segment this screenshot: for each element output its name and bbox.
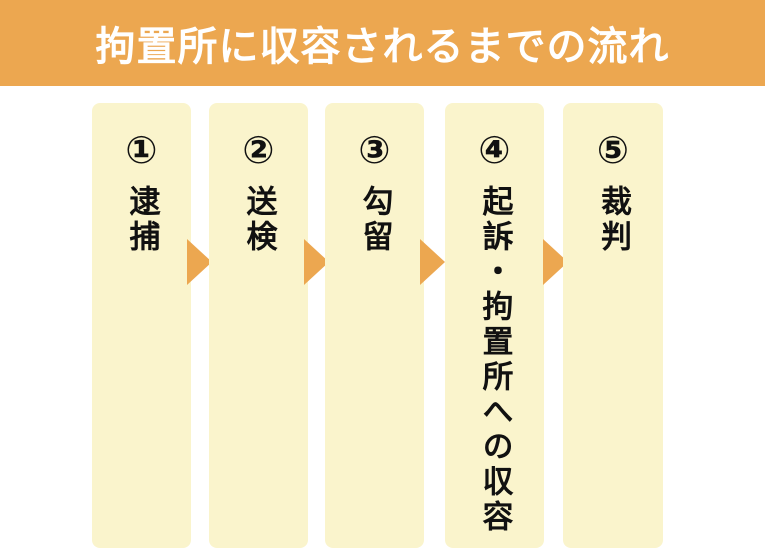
triangle-right-icon: [420, 239, 445, 285]
step-box-4: ④ 起訴・拘置所への収容: [445, 103, 544, 548]
step-number-1: ①: [125, 128, 158, 172]
step-box-2: ② 送検: [209, 103, 308, 548]
step-box-5: ⑤ 裁判: [563, 103, 663, 548]
step-number-2: ②: [242, 128, 275, 172]
step-label-4: 起訴・拘置所への収容: [476, 185, 513, 535]
page-title: 拘置所に収容されるまでの流れ: [95, 24, 670, 70]
step-label-2: 送検: [240, 185, 277, 255]
step-number-5: ⑤: [596, 128, 630, 172]
step-number-3: ③: [358, 128, 391, 172]
step-number-4: ④: [478, 128, 511, 172]
triangle-right-icon: [304, 239, 329, 285]
step-label-1: 逮捕: [123, 185, 160, 255]
step-label-5: 裁判: [595, 185, 631, 255]
title-bar: 拘置所に収容されるまでの流れ: [0, 0, 765, 86]
step-box-1: ① 逮捕: [92, 103, 191, 548]
step-label-3: 勾留: [356, 185, 393, 255]
triangle-right-icon: [187, 239, 212, 285]
step-box-3: ③ 勾留: [325, 103, 424, 548]
